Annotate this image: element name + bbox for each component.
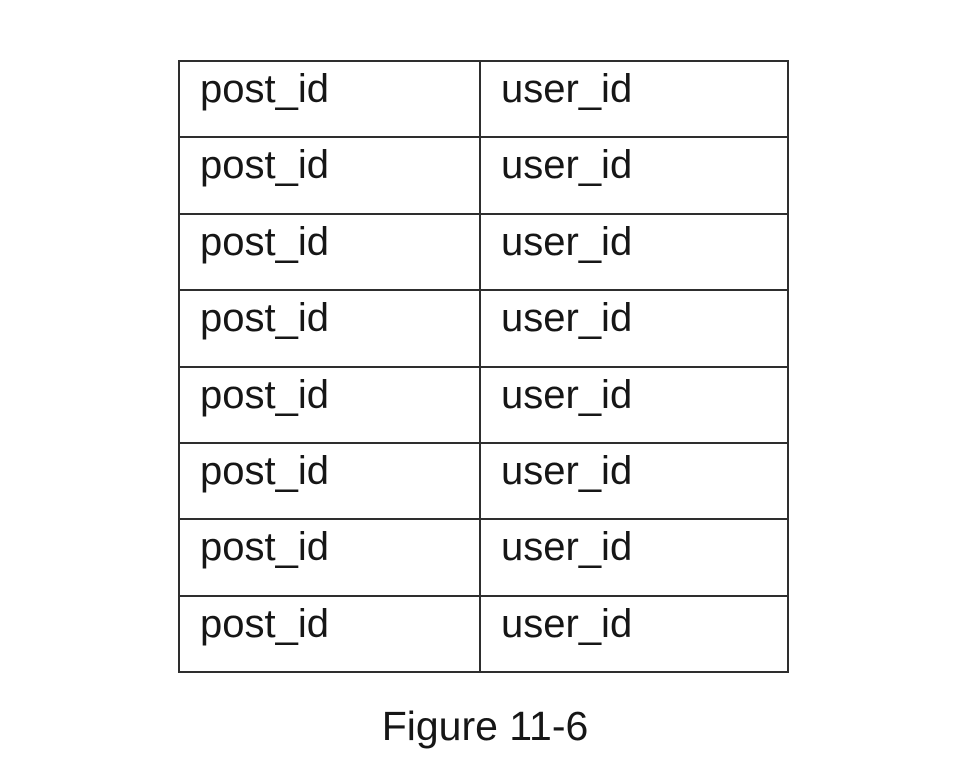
table-row: post_id user_id: [180, 443, 787, 521]
table-cell-post-id: post_id: [180, 520, 481, 595]
figure-caption: Figure 11-6: [381, 703, 589, 749]
table-row: post_id user_id: [180, 214, 787, 292]
table-cell-user-id: user_id: [501, 448, 633, 493]
join-table: post_id user_id post_id user_id post_id …: [178, 60, 789, 673]
table-cell-user-id: user_id: [501, 67, 633, 111]
table-row: post_id user_id: [180, 596, 787, 671]
table-cell-user-id: user_id: [501, 601, 633, 646]
table-cell-user-id: user_id: [501, 372, 633, 417]
table-cell-user-id: user_id: [501, 525, 633, 570]
table-cell-post-id: post_id: [180, 62, 481, 137]
table-cell-post-id: post_id: [180, 291, 481, 366]
table-row: post_id user_id: [180, 291, 787, 368]
table-cell-post-id: post_id: [180, 443, 481, 519]
table-cell-user-id: user_id: [501, 143, 633, 188]
table-cell-post-id: post_id: [180, 367, 481, 442]
table-row: post_id user_id: [180, 62, 787, 139]
table-cell-user-id: user_id: [501, 296, 633, 341]
table-cell-post-id: post_id: [180, 138, 481, 213]
table-row: post_id user_id: [180, 138, 787, 215]
table-row: post_id user_id: [180, 520, 787, 597]
table-row: post_id user_id: [180, 367, 787, 444]
table-cell-user-id: user_id: [501, 219, 633, 264]
table-cell-post-id: post_id: [180, 596, 481, 671]
table-cell-post-id: post_id: [180, 214, 481, 290]
